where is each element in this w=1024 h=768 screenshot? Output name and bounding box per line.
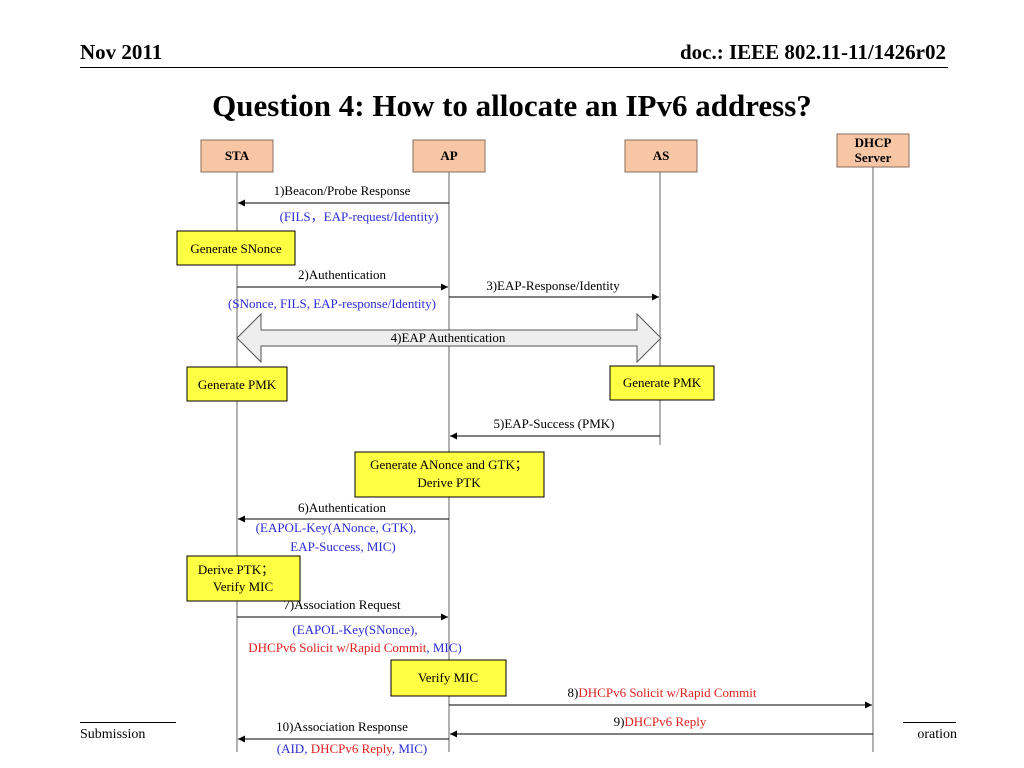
note-generate-pmk-sta: Generate PMK [186,366,288,402]
slide-title: Question 4: How to allocate an IPv6 addr… [212,88,812,123]
svg-text:Derive PTK；: Derive PTK； [198,562,274,578]
header-date: Nov 2011 [80,40,163,64]
svg-text:Generate ANonce and GTK；: Generate ANonce and GTK； [370,457,528,473]
message-label-9-num: 9) [614,714,625,729]
message-label-3: 3)EAP-Response/Identity [486,278,620,293]
message-label-2: 2)Authentication [298,267,387,282]
message-label-1: 1)Beacon/Probe Response [274,183,411,198]
param-label-6-line2: EAP-Success, MIC) [290,539,395,554]
param-label-10-a: (AID, [277,741,311,756]
note-generate-pmk-as: Generate PMK [609,365,715,401]
message-label-4: 4)EAP Authentication [391,330,506,345]
note-derive-ptk-verify-mic: Derive PTK； Verify MIC [186,555,301,602]
message-label-10: 10)Association Response [276,719,408,734]
header-doc-id: doc.: IEEE 802.11-11/1426r02 [679,40,946,64]
svg-text:Verify MIC: Verify MIC [418,670,478,685]
entity-dhcp-server: DHCP Server [836,133,910,168]
entity-as: AS [624,139,698,173]
footer-left-rule [80,722,176,723]
param-label-7-blue: , MIC) [426,640,461,655]
svg-text:Verify MIC: Verify MIC [213,579,273,594]
message-label-5: 5)EAP-Success (PMK) [494,416,615,431]
svg-text:Generate PMK: Generate PMK [623,375,702,390]
message-label-8: 8)DHCPv6 Solicit w/Rapid Commit [568,685,757,700]
message-label-9: 9)DHCPv6 Reply [614,714,707,729]
param-label-10-c: , MIC) [392,741,427,756]
param-label-10: (AID, DHCPv6 Reply, MIC) [277,741,427,756]
entity-dhcp-label-line1: DHCP [855,135,892,150]
svg-text:Derive PTK: Derive PTK [417,475,481,490]
note-verify-mic: Verify MIC [390,659,507,697]
entity-sta-label: STA [225,148,250,163]
param-label-10-b: DHCPv6 Reply [311,741,393,756]
eap-authentication-double-arrow [236,312,662,364]
note-generate-snonce: Generate SNonce [176,230,296,266]
svg-text:Generate SNonce: Generate SNonce [190,241,282,256]
message-label-7: 7)Association Request [283,597,401,612]
note-generate-anonce-gtk: Generate ANonce and GTK； Derive PTK [354,451,545,498]
footer-right-rule [903,722,956,723]
entity-ap: AP [412,139,486,173]
message-label-9-text: DHCPv6 Reply [624,714,706,729]
entity-dhcp-label-line2: Server [855,150,892,165]
message-label-8-num: 8) [568,685,579,700]
message-label-6: 6)Authentication [298,500,387,515]
param-label-7-line2: DHCPv6 Solicit w/Rapid Commit, MIC) [248,640,461,655]
param-label-7-line1: (EAPOL-Key(SNonce), [292,622,417,637]
footer-submission: Submission [80,727,146,742]
footer-right-text: oration [917,727,957,742]
svg-text:Generate PMK: Generate PMK [198,377,277,392]
entity-ap-label: AP [440,148,457,163]
param-label-6-line1: (EAPOL-Key(ANonce, GTK), [256,520,417,535]
header-rule [80,67,948,68]
param-label-2: (SNonce, FILS, EAP-response/Identity) [228,296,436,311]
param-label-7-red: DHCPv6 Solicit w/Rapid Commit [248,640,426,655]
message-label-8-text: DHCPv6 Solicit w/Rapid Commit [578,685,756,700]
entity-as-label: AS [653,148,670,163]
param-label-1: (FILS，EAP-request/Identity) [280,209,439,224]
entity-sta: STA [200,139,274,173]
